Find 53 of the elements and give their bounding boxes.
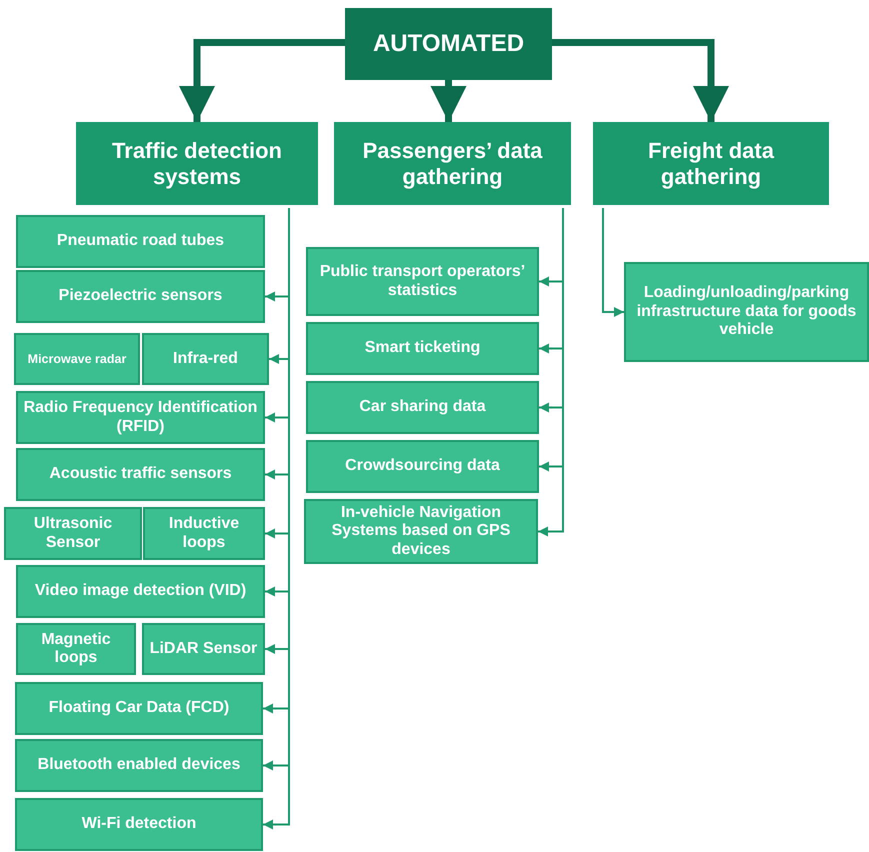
box-label: Smart ticketing (364, 339, 480, 358)
box-label: LiDAR Sensor (150, 640, 258, 658)
item-box (306, 247, 539, 316)
item-box (16, 270, 265, 323)
connector-arrow (538, 208, 564, 536)
item-box (15, 798, 263, 851)
item-box (142, 623, 265, 675)
item-box (14, 333, 140, 385)
item-box (4, 507, 142, 560)
box-label: Ultrasonic Sensor (32, 515, 114, 552)
box-label: Bluetooth enabled devices (38, 756, 240, 775)
item-box (624, 262, 869, 362)
box-label: AUTOMATED (372, 30, 524, 58)
item-box (304, 499, 538, 564)
item-box (16, 391, 265, 444)
box-label: Pneumatic road tubes (56, 232, 224, 251)
box-label: Public transport operators’ statistics (318, 263, 526, 300)
box-label: Magnetic loops (40, 630, 112, 668)
category-box (593, 122, 829, 205)
item-box (306, 381, 539, 434)
item-box (306, 440, 539, 493)
item-box (143, 507, 265, 560)
box-label: Infra-red (173, 350, 238, 368)
box-label: Car sharing data (359, 398, 486, 417)
box-label: Video image detection (VID) (34, 582, 246, 601)
item-box (16, 215, 265, 268)
box-label: Wi-Fi detection (82, 815, 196, 834)
item-box (15, 682, 263, 735)
item-box (142, 333, 269, 385)
box-label: Radio Frequency Identification (RFID) (22, 399, 258, 436)
box-label: Inductive loops (168, 515, 240, 552)
item-box (16, 623, 136, 675)
category-box (76, 122, 318, 205)
thick-arrow (179, 39, 345, 122)
item-box (306, 322, 539, 375)
box-label: Loading/unloading/parking infrastructure data for goods vehicle (636, 284, 858, 340)
thick-arrow (430, 80, 466, 122)
category-box (334, 122, 571, 205)
box-label: Crowdsourcing data (345, 457, 500, 476)
box-label: Passengers’ data gathering (362, 138, 544, 189)
box-label: Microwave radar (28, 352, 126, 366)
box-label: Acoustic traffic sensors (49, 465, 232, 484)
item-box (16, 448, 265, 501)
box-label: Piezoelectric sensors (58, 287, 222, 306)
box-label: In-vehicle Navigation Systems based on GPS devices (330, 504, 512, 560)
box-label: Freight data gathering (647, 138, 776, 189)
connector-arrow (602, 208, 624, 317)
item-box (15, 739, 263, 792)
box-label: Traffic detection systems (111, 138, 283, 189)
thick-arrow (552, 39, 729, 122)
item-box (16, 565, 265, 618)
box-label: Floating Car Data (FCD) (48, 699, 230, 718)
root-box (345, 8, 552, 80)
